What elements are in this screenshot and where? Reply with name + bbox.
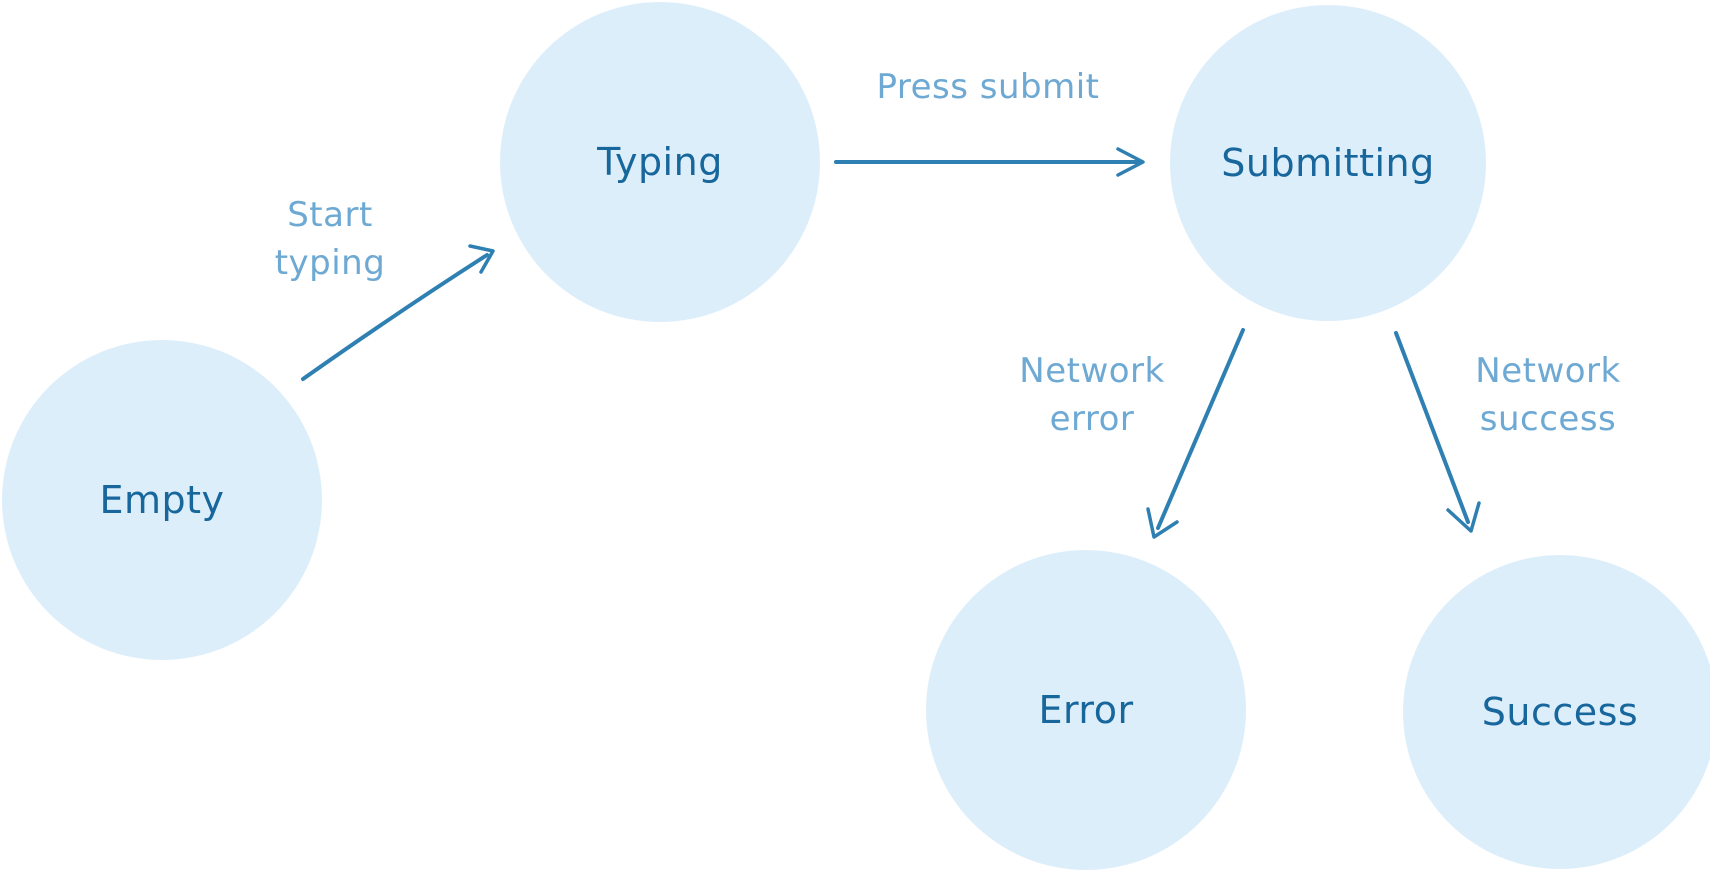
state-node-success: Success	[1403, 555, 1710, 869]
edge-submitting-error	[1156, 328, 1245, 530]
transition-label-line: typing	[274, 242, 386, 283]
transition-label-line: Start	[287, 195, 373, 235]
transition-label-line: Network	[1019, 351, 1165, 391]
edge-typing-submitting-arrowhead	[1116, 147, 1145, 177]
edge-empty-typing	[301, 253, 489, 381]
state-label-empty: Empty	[99, 478, 225, 522]
edge-submitting-error-arrowhead	[1146, 507, 1179, 539]
edge-submitting-success-arrowhead	[1446, 501, 1481, 533]
state-label-typing: Typing	[597, 140, 723, 184]
edge-empty-typing-arrowhead	[468, 244, 495, 274]
transition-label-press-submit: Press submit	[876, 64, 1099, 112]
transition-label-line: Network	[1475, 351, 1621, 391]
state-node-typing: Typing	[500, 2, 820, 322]
transition-label-line: error	[1049, 398, 1135, 439]
state-node-submitting: Submitting	[1170, 5, 1486, 321]
state-label-error: Error	[1038, 688, 1134, 732]
state-label-submitting: Submitting	[1221, 141, 1435, 185]
transition-label-network-error: Network error	[1019, 348, 1164, 443]
state-node-error: Error	[926, 550, 1246, 870]
state-label-success: Success	[1481, 690, 1639, 734]
edge-submitting-success	[1394, 331, 1470, 524]
transition-label-network-success: Network success	[1475, 348, 1620, 443]
state-node-empty: Empty	[2, 340, 322, 660]
transition-label-start-typing: Start typing	[275, 192, 386, 287]
transition-label-line: success	[1479, 398, 1617, 439]
transition-label-line: Press submit	[876, 67, 1100, 107]
